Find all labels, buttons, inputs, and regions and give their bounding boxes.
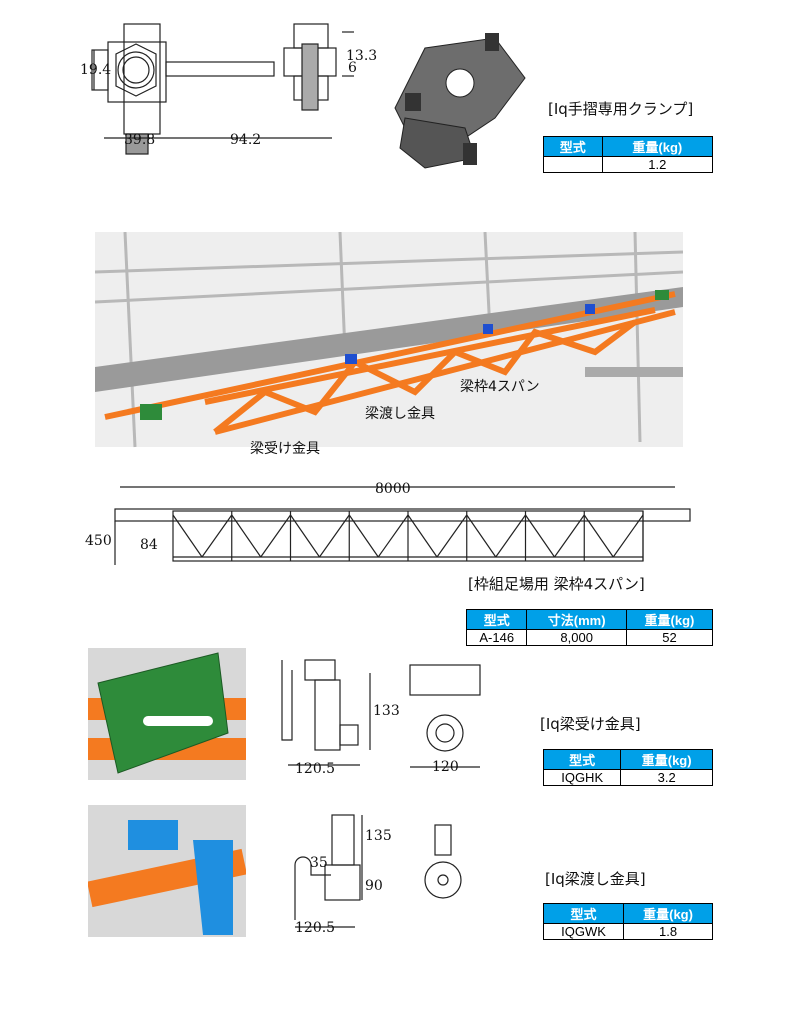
receiver-fitting-photo <box>88 648 246 780</box>
truss-member <box>554 514 585 558</box>
truss-member <box>495 514 526 558</box>
scaffold-beam-illustration <box>95 232 683 448</box>
truss-member <box>466 514 497 558</box>
dim-133: 133 <box>373 703 400 719</box>
dim-90: 90 <box>365 878 383 894</box>
dim-19-4: 19.4 <box>80 62 111 78</box>
clamp-product-image <box>394 33 526 169</box>
cell-model: IQGHK <box>542 769 622 786</box>
cell-weight: 1.8 <box>623 923 713 940</box>
dim-end: 84 <box>140 537 158 553</box>
truss-member <box>583 514 614 558</box>
beam-title: [枠組足場用 梁枠4スパン] <box>468 575 645 593</box>
truss-member <box>612 514 644 558</box>
truss-member <box>172 514 203 558</box>
dim-length: 8000 <box>375 481 411 497</box>
receiver-fitting-drawing: 133 120.5 120 <box>281 659 481 775</box>
clamp-spec-table: 型式重量(kg) 1.2 <box>543 136 714 173</box>
truss-member <box>377 514 409 558</box>
truss-member <box>436 514 468 558</box>
truss-member <box>260 514 291 558</box>
dim-120-5: 120.5 <box>295 920 335 935</box>
cell-model <box>543 156 603 173</box>
label-receiver-fitting: 梁受け金具 <box>250 441 320 457</box>
cell-dimension: 8,000 <box>526 629 627 646</box>
dim-94-2: 94.2 <box>230 132 261 148</box>
header-model: 型式 <box>543 136 603 157</box>
truss-member <box>201 514 233 558</box>
header-weight: 重量(kg) <box>623 903 713 924</box>
bridge-fitting-drawing: 135 35 90 120.5 <box>294 814 462 935</box>
clamp-technical-drawing: 19.4 13.3 6 39.8 94.2 <box>80 23 377 155</box>
truss-member <box>319 514 350 558</box>
dim-6: 6 <box>348 60 357 76</box>
receiver-title: [Iq梁受け金具] <box>540 715 641 733</box>
label-beam-frame: 梁枠4スパン <box>460 379 540 395</box>
header-model: 型式 <box>465 609 528 630</box>
truss-member <box>525 514 555 558</box>
beam-elevation-drawing: 8000 450 84 <box>85 481 691 565</box>
cell-weight: 3.2 <box>620 769 713 786</box>
truss-member <box>231 514 262 558</box>
cell-model: IQGWK <box>542 923 625 940</box>
header-model: 型式 <box>542 903 625 924</box>
cell-weight: 52 <box>625 629 714 646</box>
label-bridge-fitting: 梁渡し金具 <box>365 406 435 422</box>
dim-120-5: 120.5 <box>295 761 335 775</box>
dim-height: 450 <box>85 533 112 549</box>
dim-13-3: 13.3 <box>346 48 377 64</box>
header-weight: 重量(kg) <box>620 749 713 770</box>
bridge-fitting-photo <box>88 805 246 937</box>
header-model: 型式 <box>542 749 622 770</box>
header-weight: 重量(kg) <box>625 609 714 630</box>
dim-120: 120 <box>432 759 459 775</box>
clamp-title: [Iq手摺専用クランプ] <box>548 100 694 118</box>
truss-member <box>290 514 320 558</box>
bridge-title: [Iq梁渡し金具] <box>545 870 646 888</box>
cell-weight: 1.2 <box>601 156 714 173</box>
header-dimension: 寸法(mm) <box>526 609 627 630</box>
truss-member <box>407 514 438 558</box>
dim-135: 135 <box>365 828 392 844</box>
header-weight: 重量(kg) <box>601 136 714 157</box>
truss-member <box>348 514 379 558</box>
dim-35: 35 <box>310 855 328 871</box>
dim-39-8: 39.8 <box>124 132 155 148</box>
cell-model: A-146 <box>465 629 528 646</box>
